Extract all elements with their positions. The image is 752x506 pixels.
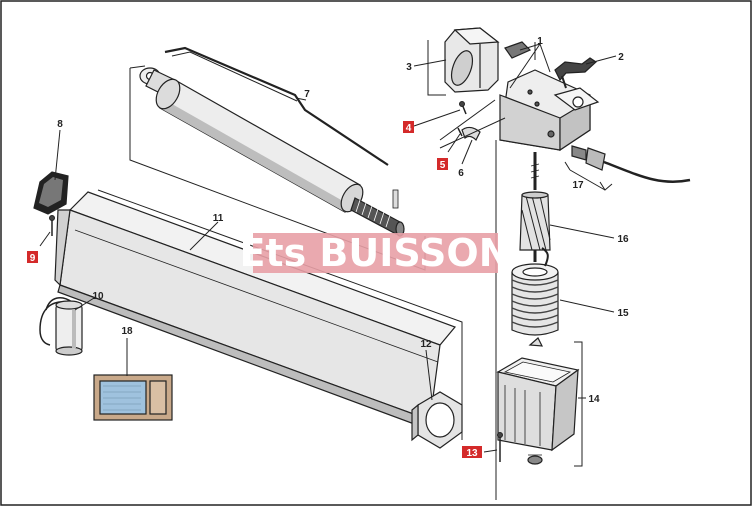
part-2-handle — [554, 57, 597, 89]
label-part-12: 12 — [420, 339, 432, 350]
part-8-end-cap — [33, 171, 69, 215]
label-part-4: 4 — [406, 123, 412, 134]
part-17-cable-gland — [564, 145, 691, 191]
label-part-2: 2 — [618, 52, 624, 63]
callout-labels: 1 2 3 4 5 6 7 8 9 10 11 12 13 14 15 16 1… — [27, 36, 629, 459]
badge-part-5 — [437, 158, 448, 170]
watermark-text: Ets BUISSON — [239, 231, 510, 275]
part-7-actuator — [129, 46, 426, 271]
part-4-screw — [459, 101, 467, 115]
label-part-6: 6 — [458, 168, 464, 179]
label-part-9: 9 — [30, 253, 36, 264]
bracket-6-arms — [439, 99, 506, 149]
leader-lines — [39, 43, 617, 453]
label-part-10: 10 — [92, 291, 104, 302]
watermark: Ets BUISSON — [239, 231, 510, 275]
badge-part-9 — [27, 251, 38, 263]
label-part-5: 5 — [440, 160, 446, 171]
part-16-rotor — [519, 152, 551, 262]
part-15-stator — [511, 247, 559, 347]
label-part-15: 15 — [617, 308, 629, 319]
label-part-18: 18 — [121, 326, 133, 337]
part-9-cap-screw — [49, 215, 55, 236]
label-part-17: 17 — [572, 180, 584, 191]
part-14-motor-casing — [496, 341, 583, 467]
part-12-end-ring — [411, 391, 463, 449]
label-part-8: 8 — [57, 119, 63, 130]
badge-part-13 — [462, 446, 482, 458]
part-1-head-housing — [499, 41, 600, 152]
part-13-long-screw — [497, 432, 503, 462]
badge-part-4 — [403, 121, 414, 133]
label-part-11: 11 — [213, 213, 224, 224]
label-part-14: 14 — [588, 394, 600, 405]
part-10-capacitor — [39, 297, 83, 356]
label-part-3: 3 — [406, 62, 412, 73]
part-18-grease-pad — [93, 374, 173, 421]
label-part-13: 13 — [466, 448, 478, 459]
label-part-7: 7 — [304, 89, 310, 100]
label-part-16: 16 — [617, 234, 629, 245]
label-part-1: 1 — [537, 36, 543, 47]
part-3-head-cover — [427, 27, 500, 96]
